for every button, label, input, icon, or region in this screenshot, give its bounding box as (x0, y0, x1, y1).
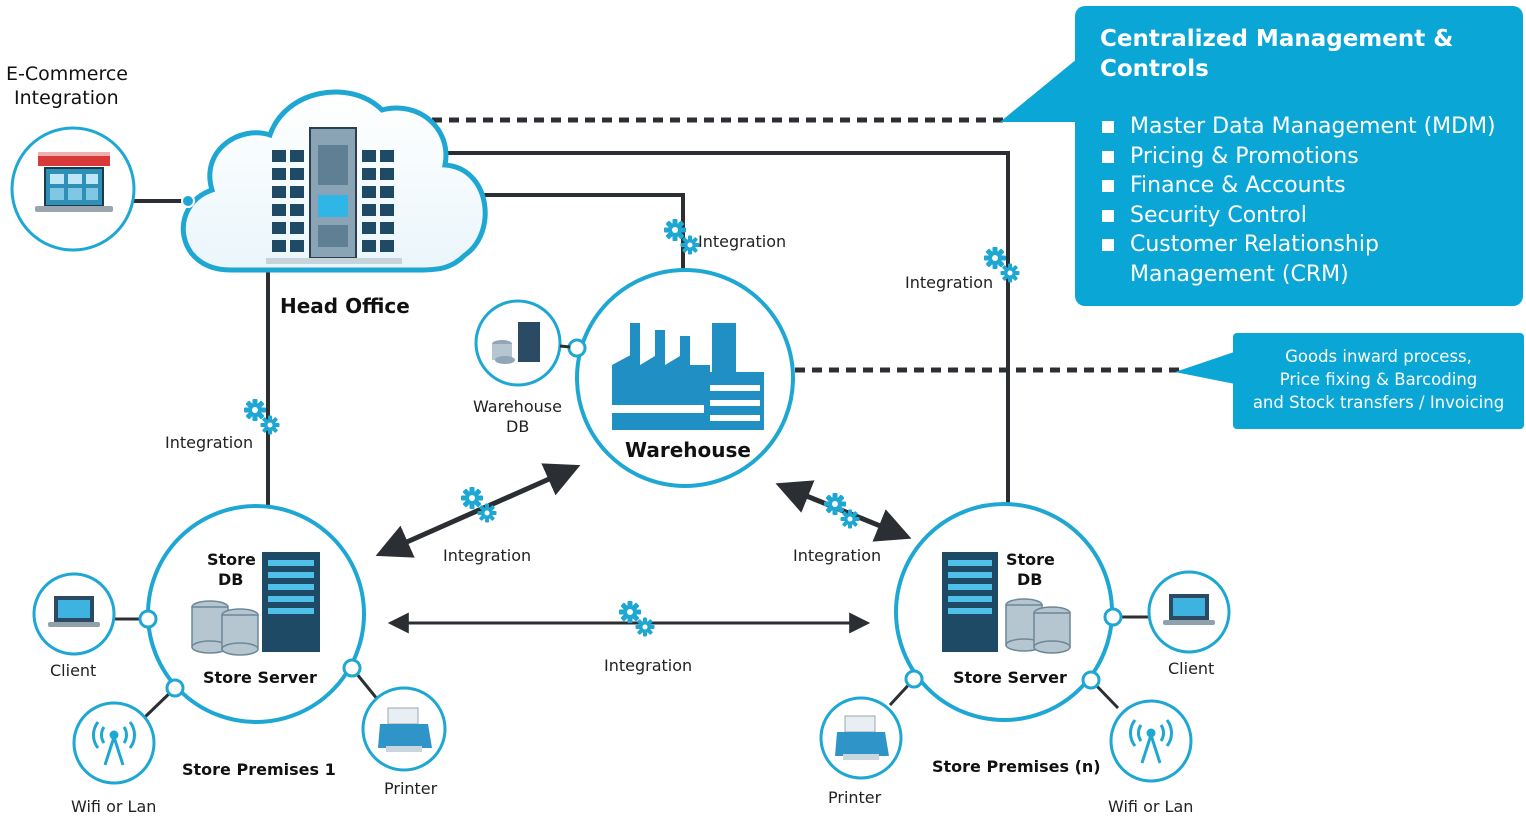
storeN-client-label: Client (1168, 659, 1214, 678)
cloud-connector-dot (181, 194, 195, 208)
goods-line2: Price fixing & Barcoding (1279, 370, 1478, 389)
storeN-server-label: Store Server (953, 668, 1067, 687)
storeN-printer-label: Printer (828, 788, 882, 807)
store1-warehouse-arrow (375, 463, 581, 558)
printer-icon (378, 707, 432, 752)
warehouse-node: Warehouse (567, 268, 795, 488)
warehouse-db-node: Warehouse DB (473, 299, 571, 436)
wifi-node (1109, 699, 1193, 783)
goods-process-panel: Goods inward process, Price fixing & Bar… (1233, 333, 1524, 429)
online-shop-icon (35, 152, 113, 212)
store-server-icon (262, 552, 320, 652)
goods-line3: and Stock transfers / Invoicing (1252, 393, 1505, 412)
wifi-tower-icon (91, 721, 137, 766)
warehouse-connector-dot (567, 338, 587, 358)
goods-process-text: Goods inward process, Price fixing & Bar… (1233, 345, 1524, 414)
list-item: Master Data Management (MDM) (1100, 112, 1496, 142)
store1-db-label-line2: DB (218, 570, 243, 589)
integration-label-warehouse-storeN: Integration (793, 546, 881, 565)
storeN-db-label-line2: DB (1017, 570, 1042, 589)
integration-gear-icon (244, 399, 280, 435)
list-item: Management (CRM) (1130, 261, 1349, 287)
storeN-db-label-line1: Store (1006, 550, 1055, 569)
list-item: Customer Relationship (1100, 230, 1496, 260)
laptop-icon (48, 596, 100, 627)
dashed-connections (415, 117, 1180, 373)
store1-printer-label: Printer (384, 779, 438, 798)
list-item: Security Control (1100, 201, 1496, 231)
integration-label-store1-warehouse: Integration (443, 546, 531, 565)
printer-icon (835, 715, 889, 760)
warehouse-label: Warehouse (625, 438, 751, 462)
integration-label-warehouse: Integration (698, 232, 786, 251)
list-item: Finance & Accounts (1100, 171, 1496, 201)
integration-gear-icon (619, 601, 655, 637)
storeN-wifi-label: Wifi or Lan (1108, 797, 1193, 816)
ecommerce-label-line2: Integration (14, 87, 119, 109)
list-item: Pricing & Promotions (1100, 142, 1496, 172)
database-icon (1005, 598, 1071, 654)
wifi-tower-icon (1128, 719, 1174, 764)
factory-icon (612, 323, 764, 430)
store1-server-label: Store Server (203, 668, 317, 687)
laptop-icon (1163, 594, 1215, 625)
wifi-node (72, 701, 156, 785)
warehouse-db-label-line2: DB (506, 417, 529, 436)
storeN-premises-label: Store Premises (n) (932, 757, 1101, 776)
head-office-label: Head Office (280, 294, 410, 318)
goods-callout-tail (1175, 350, 1240, 385)
integration-label-store1: Integration (165, 433, 253, 452)
integration-label-store1-storeN: Integration (604, 656, 692, 675)
head-office-to-storeN-line (440, 151, 1010, 504)
store-server-icon (942, 552, 998, 652)
warehouse-db-label-line1: Warehouse (473, 397, 562, 416)
server-cluster-icon (266, 127, 402, 264)
store1-client-label: Client (50, 661, 96, 680)
store1-node: Store DB Store Server Store Premises 1 C… (32, 504, 447, 816)
head-office-node: Head Office (180, 89, 488, 318)
database-icon (191, 600, 259, 656)
store1-premises-label: Store Premises 1 (182, 760, 336, 779)
integration-gear-icon (824, 493, 860, 529)
ecommerce-label-line1: E-Commerce (6, 63, 128, 85)
goods-line1: Goods inward process, (1285, 347, 1472, 366)
storeN-node: Store DB Store Server Store Premises (n)… (819, 502, 1231, 816)
management-panel-title: Centralized Management & Controls (1100, 26, 1454, 82)
ecommerce-node: E-Commerce Integration (6, 63, 136, 252)
store1-db-label-line1: Store (207, 550, 256, 569)
management-panel: Centralized Management & Controls Master… (1075, 6, 1523, 306)
store1-wifi-label: Wifi or Lan (71, 797, 156, 816)
integration-label-storeN: Integration (905, 273, 993, 292)
database-icon (492, 322, 540, 364)
management-list: Master Data Management (MDM) Pricing & P… (1100, 112, 1496, 289)
